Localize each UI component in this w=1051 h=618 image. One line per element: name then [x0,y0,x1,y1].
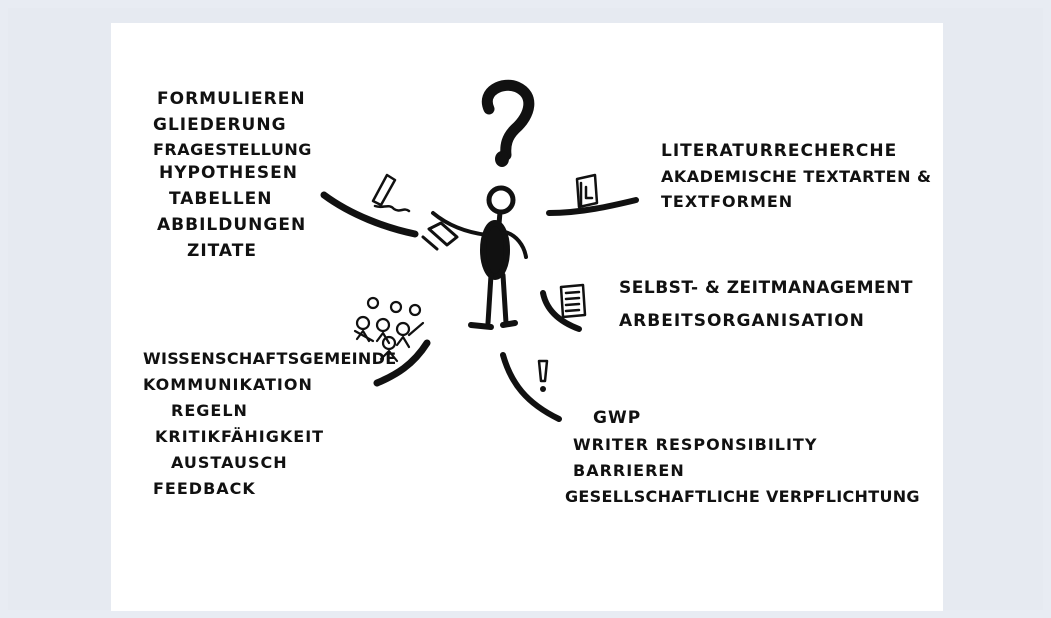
topic-item: KOMMUNIKATION [143,375,313,394]
pen-icon [371,173,411,213]
topic-item: AKADEMISCHE TEXTARTEN & [661,167,932,186]
topic-literature: LITERATURRECHERCHE AKADEMISCHE TEXTARTEN… [661,143,932,210]
exclamation-icon [537,359,549,392]
connector-writing [320,191,419,238]
topic-community: WISSENSCHAFTSGEMEINDE KOMMUNIKATION REGE… [143,351,396,497]
topic-item: SELBST- & ZEITMANAGEMENT [619,278,913,298]
topic-item: BARRIEREN [573,461,685,480]
sketch-paper: FORMULIEREN GLIEDERUNG FRAGESTELLUNG HYP… [111,23,943,611]
topic-item: AUSTAUSCH [171,453,288,472]
topic-item: TABELLEN [169,189,273,209]
question-mark-icon [481,79,535,167]
topic-writing: FORMULIEREN GLIEDERUNG FRAGESTELLUNG HYP… [153,91,312,260]
topic-item: FRAGESTELLUNG [153,140,312,159]
topic-item: REGELN [171,401,248,420]
topic-item: WRITER RESPONSIBILITY [573,435,818,454]
topic-item: GLIEDERUNG [153,115,287,135]
topic-item: GESELLSCHAFTLICHE VERPFLICHTUNG [565,487,920,506]
topic-item: ARBEITSORGANISATION [619,311,865,331]
sketch-drawing [320,79,639,422]
topic-item: FORMULIEREN [157,89,306,109]
topic-item: HYPOTHESEN [159,163,298,183]
topic-item: GWP [593,408,642,428]
topic-item: ZITATE [187,241,257,261]
connector-community [373,339,431,387]
topic-item: KRITIKFÄHIGKEIT [155,427,325,446]
topic-item: LITERATURRECHERCHE [661,141,898,161]
topic-management: SELBST- & ZEITMANAGEMENT ARBEITSORGANISA… [619,280,913,330]
topic-item: WISSENSCHAFTSGEMEINDE [143,349,397,368]
topic-responsibility: GWP WRITER RESPONSIBILITY BARRIEREN GESE… [565,410,920,505]
topic-item: FEEDBACK [153,479,256,498]
book-icon [575,173,599,209]
connector-responsibility [500,352,562,422]
person-figure [421,185,528,330]
people-group-icon [353,296,425,363]
connector-literature [546,197,639,216]
checklist-icon [559,283,587,319]
connector-management [540,290,582,332]
topic-item: ABBILDUNGEN [157,215,307,235]
topic-item: TEXTFORMEN [661,192,794,211]
